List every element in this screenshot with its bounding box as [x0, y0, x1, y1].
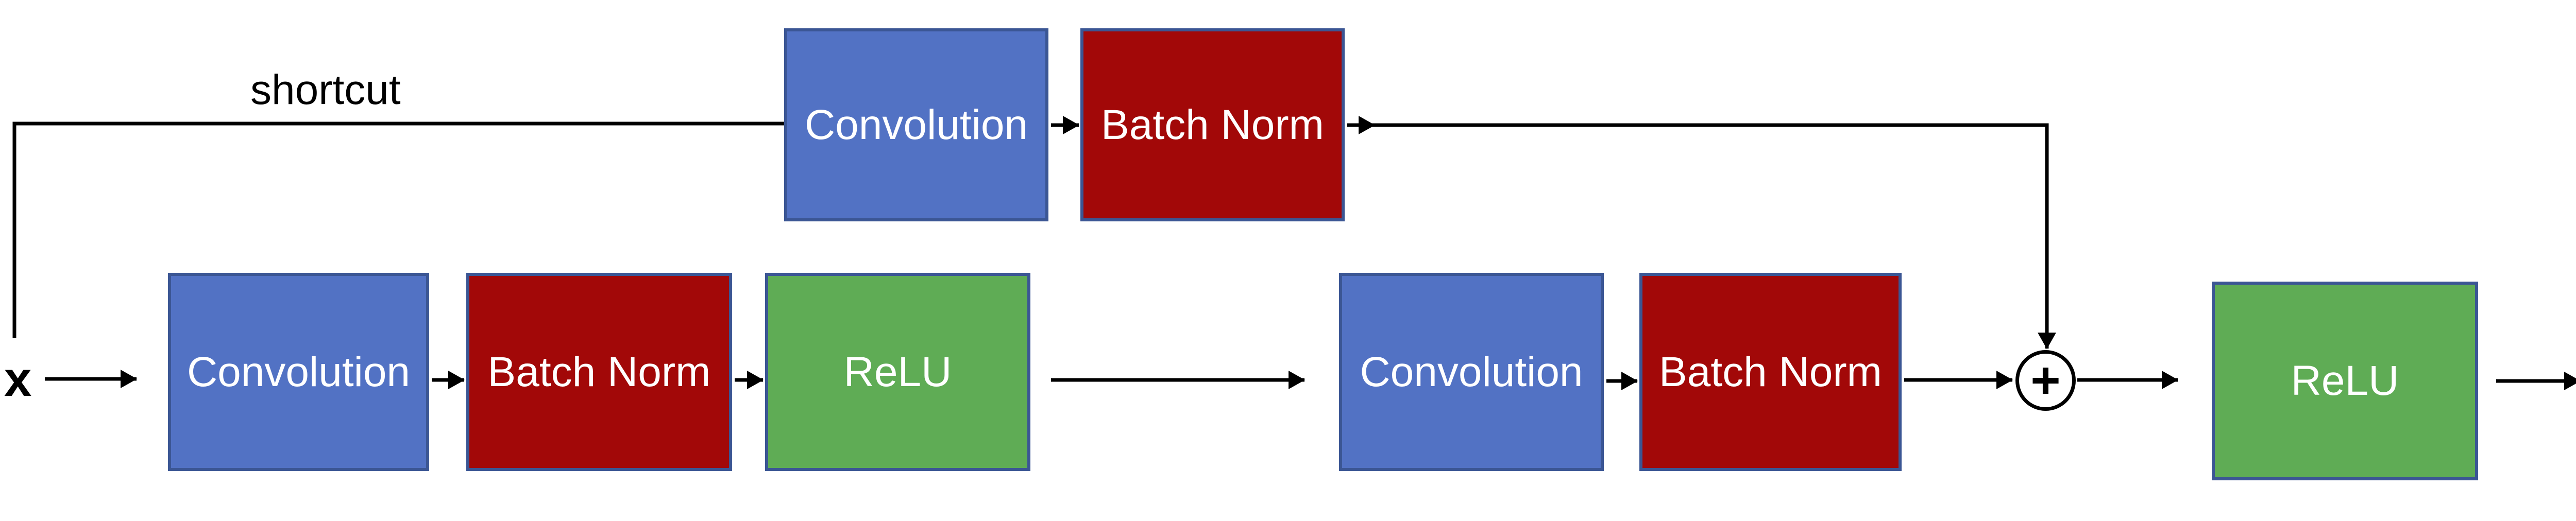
shortcut-line — [12, 121, 786, 338]
shortcut-drop-line — [1373, 123, 2056, 349]
top-convolution-box: Convolution — [784, 28, 1048, 221]
convolution-label-2: Convolution — [1360, 348, 1583, 395]
shortcut-label: shortcut — [250, 66, 401, 113]
relu-label-2: ReLU — [2291, 357, 2399, 404]
relu-box-1: ReLU — [765, 273, 1030, 471]
top-convolution-label: Convolution — [804, 101, 1028, 148]
convolution-box-2: Convolution — [1339, 273, 1604, 471]
batch-norm-label-1: Batch Norm — [487, 348, 711, 395]
input-label-x: x — [4, 352, 32, 407]
convolution-label-1: Convolution — [187, 348, 411, 395]
batch-norm-box-2: Batch Norm — [1639, 273, 1902, 471]
top-batch-norm-box: Batch Norm — [1080, 28, 1345, 221]
top-batch-norm-label: Batch Norm — [1101, 101, 1324, 148]
sum-node: + — [2015, 350, 2076, 411]
relu-label-1: ReLU — [843, 348, 952, 395]
batch-norm-box-1: Batch Norm — [466, 273, 732, 471]
batch-norm-label-2: Batch Norm — [1659, 348, 1882, 395]
relu-box-2: ReLU — [2212, 282, 2478, 480]
convolution-box-1: Convolution — [168, 273, 429, 471]
